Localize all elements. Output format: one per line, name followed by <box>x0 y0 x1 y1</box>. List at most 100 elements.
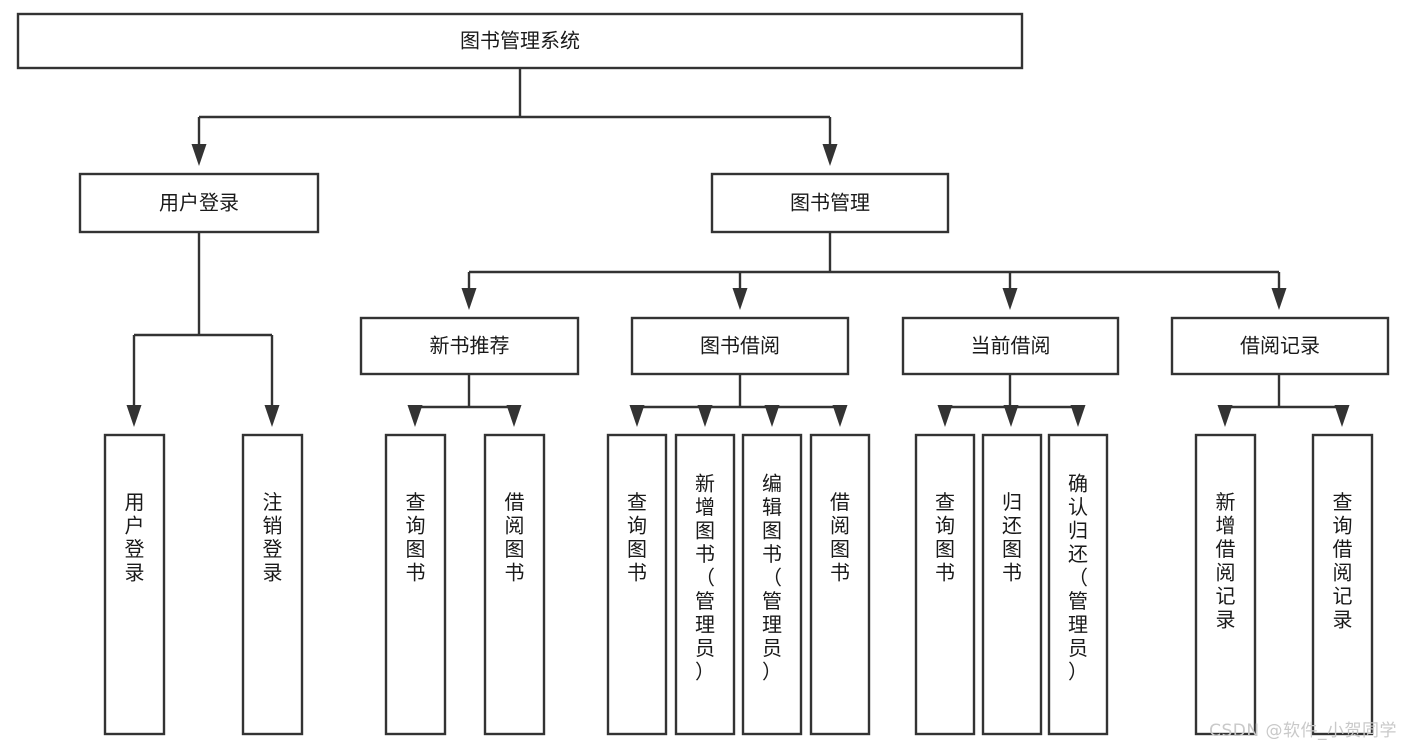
arrowhead-icon <box>461 288 477 310</box>
node-label: 确认归还（管理员） <box>1068 472 1088 684</box>
node-box[interactable] <box>1170 316 1390 376</box>
connector <box>937 405 953 427</box>
node-l2-login[interactable]: 用户登录 <box>78 172 320 234</box>
node-l4-new-borrow[interactable]: 借阅图书 <box>483 433 546 736</box>
connector-layer <box>126 68 1350 427</box>
node-box[interactable] <box>630 316 850 376</box>
node-label: 新增借阅记录 <box>1216 490 1236 632</box>
arrowhead-icon <box>191 144 207 166</box>
arrowhead-icon <box>506 405 522 427</box>
node-label: 查询图书 <box>406 490 426 585</box>
node-box[interactable] <box>981 433 1043 736</box>
node-label: 图书管理系统 <box>460 29 580 53</box>
node-root[interactable]: 图书管理系统 <box>16 12 1024 70</box>
node-label: 注销登录 <box>263 490 283 585</box>
arrowhead-icon <box>1271 288 1287 310</box>
node-box[interactable] <box>483 433 546 736</box>
connector <box>764 405 780 427</box>
node-label: 当前借阅 <box>971 334 1051 358</box>
node-box[interactable] <box>674 433 736 736</box>
arrowhead-icon <box>697 405 713 427</box>
node-box[interactable] <box>606 433 668 736</box>
node-box[interactable] <box>359 316 580 376</box>
watermark-label: CSDN @软件_小贺同学 <box>1209 721 1397 741</box>
arrowhead-icon <box>937 405 953 427</box>
node-l4-borrow-lend[interactable]: 借阅图书 <box>809 433 871 736</box>
connector <box>1334 405 1350 427</box>
node-box[interactable] <box>1311 433 1374 736</box>
node-box[interactable] <box>384 433 447 736</box>
node-label: 借阅记录 <box>1240 334 1320 358</box>
node-box[interactable] <box>809 433 871 736</box>
node-l4-cur-return[interactable]: 归还图书 <box>981 433 1043 736</box>
node-l4-borrow-edit[interactable]: 编辑图书（管理员） <box>741 433 803 736</box>
node-l3-current[interactable]: 当前借阅 <box>901 316 1120 376</box>
node-box[interactable] <box>16 12 1024 70</box>
connector <box>832 405 848 427</box>
connector <box>822 117 838 166</box>
node-label: 图书借阅 <box>700 334 780 358</box>
node-box[interactable] <box>901 316 1120 376</box>
connector <box>461 272 477 310</box>
arrowhead-icon <box>1003 405 1019 427</box>
node-l4-rec-add[interactable]: 新增借阅记录 <box>1194 433 1257 736</box>
node-label: 借阅图书 <box>830 490 850 585</box>
arrowhead-icon <box>832 405 848 427</box>
connector <box>264 335 280 427</box>
arrowhead-icon <box>822 144 838 166</box>
node-box[interactable] <box>914 433 976 736</box>
node-label: 查询借阅记录 <box>1333 490 1353 632</box>
node-label: 查询图书 <box>627 490 647 585</box>
arrowhead-icon <box>1070 405 1086 427</box>
node-l2-bookmgmt[interactable]: 图书管理 <box>710 172 950 234</box>
node-box[interactable] <box>710 172 950 234</box>
arrowhead-icon <box>764 405 780 427</box>
node-l4-cur-confirm[interactable]: 确认归还（管理员） <box>1047 433 1109 736</box>
node-label: 编辑图书（管理员） <box>762 472 782 684</box>
node-box[interactable] <box>741 433 803 736</box>
node-l4-new-query[interactable]: 查询图书 <box>384 433 447 736</box>
connector <box>407 405 423 427</box>
node-box[interactable] <box>1194 433 1257 736</box>
arrowhead-icon <box>732 288 748 310</box>
node-box[interactable] <box>103 433 166 736</box>
node-box[interactable] <box>78 172 320 234</box>
connector <box>1002 272 1018 310</box>
node-label: 用户登录 <box>125 490 145 585</box>
node-l4-borrow-add[interactable]: 新增图书（管理员） <box>674 433 736 736</box>
arrowhead-icon <box>1002 288 1018 310</box>
node-l4-user-login[interactable]: 用户登录 <box>103 433 166 736</box>
arrowhead-icon <box>629 405 645 427</box>
connector <box>506 405 522 427</box>
node-layer: 图书管理系统用户登录图书管理新书推荐图书借阅当前借阅借阅记录用户登录注销登录查询… <box>16 12 1390 736</box>
node-box[interactable] <box>241 433 304 736</box>
node-l3-newbook[interactable]: 新书推荐 <box>359 316 580 376</box>
connector <box>732 272 748 310</box>
node-l4-rec-query[interactable]: 查询借阅记录 <box>1311 433 1374 736</box>
arrowhead-icon <box>1217 405 1233 427</box>
node-box[interactable] <box>1047 433 1109 736</box>
node-l3-record[interactable]: 借阅记录 <box>1170 316 1390 376</box>
connector <box>629 405 645 427</box>
node-label: 借阅图书 <box>505 490 525 585</box>
connector <box>1003 405 1019 427</box>
node-label: 新书推荐 <box>430 334 510 358</box>
node-label: 新增图书（管理员） <box>695 472 715 684</box>
connector <box>191 117 207 166</box>
node-l4-user-logout[interactable]: 注销登录 <box>241 433 304 736</box>
arrowhead-icon <box>1334 405 1350 427</box>
connector <box>126 335 142 427</box>
arrowhead-icon <box>264 405 280 427</box>
node-l3-borrow[interactable]: 图书借阅 <box>630 316 850 376</box>
node-label: 用户登录 <box>159 191 239 215</box>
arrowhead-icon <box>407 405 423 427</box>
node-l4-cur-query[interactable]: 查询图书 <box>914 433 976 736</box>
connector <box>697 405 713 427</box>
node-label: 查询图书 <box>935 490 955 585</box>
connector <box>1070 405 1086 427</box>
connector <box>1217 405 1233 427</box>
node-label: 归还图书 <box>1002 490 1022 585</box>
node-l4-borrow-query[interactable]: 查询图书 <box>606 433 668 736</box>
